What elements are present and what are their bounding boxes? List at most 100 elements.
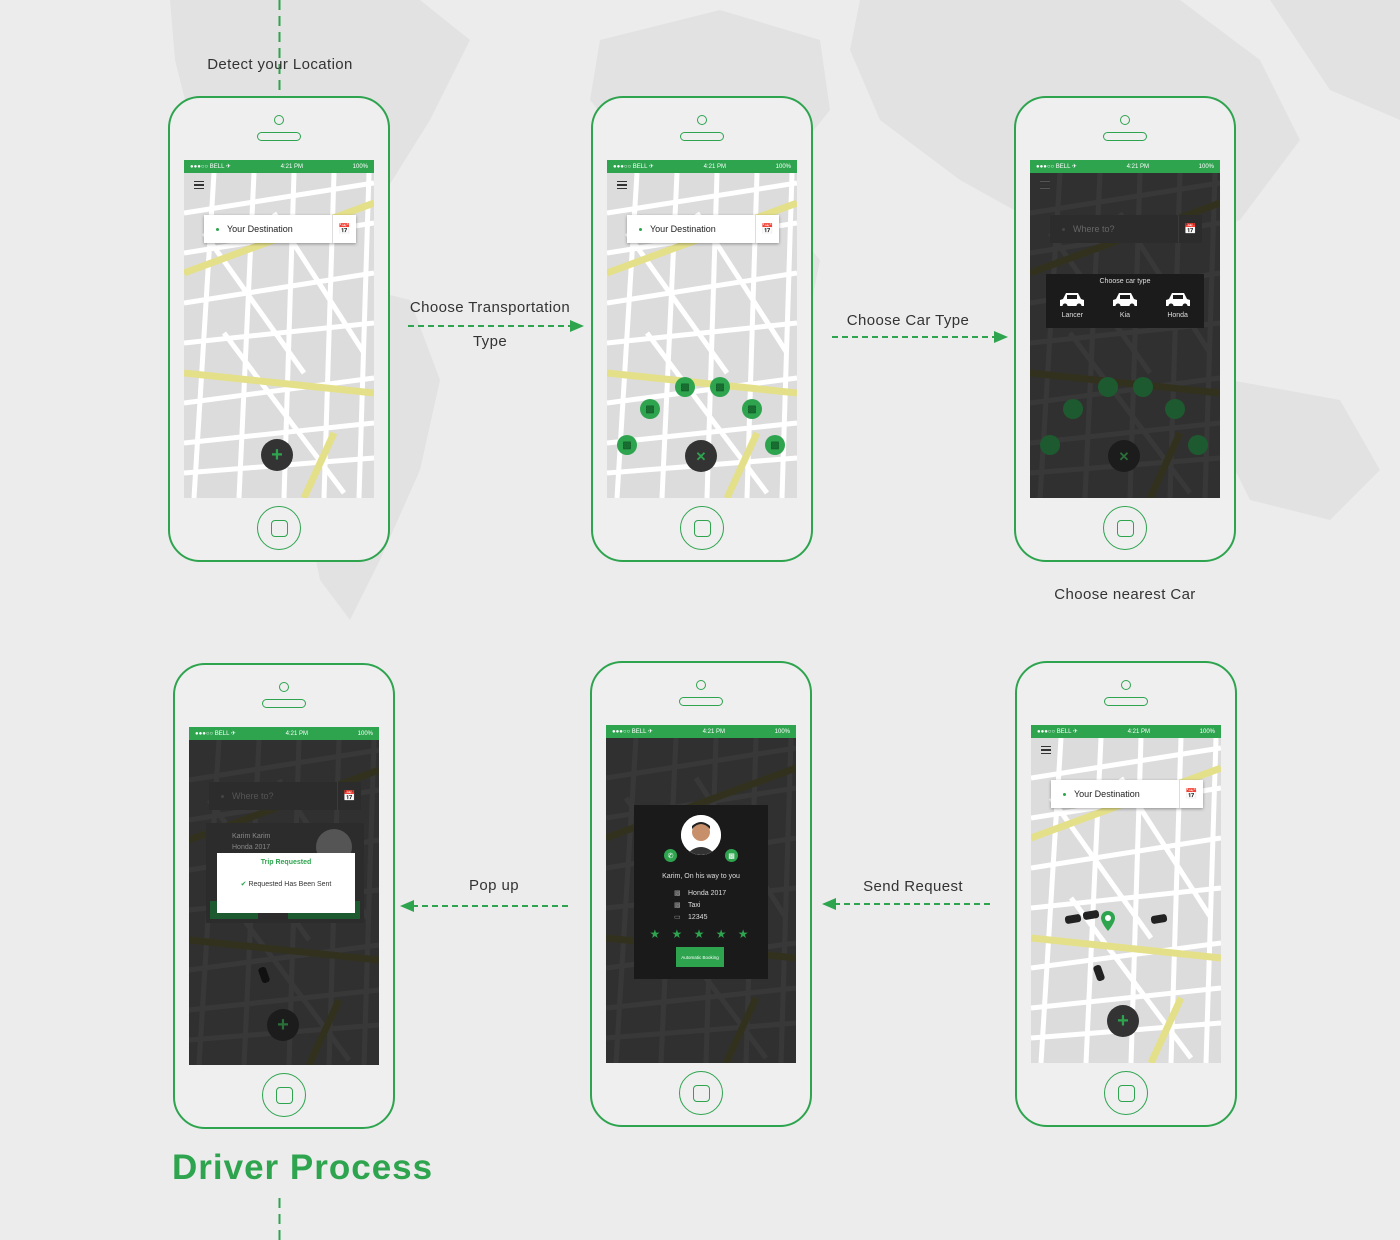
battery: 100% — [775, 163, 791, 170]
plate-icon: ▭ — [674, 914, 681, 921]
label-transport-line1: Choose Transportation — [409, 299, 571, 316]
car-type-heading: Choose car type — [1099, 278, 1151, 285]
label-car-type: Choose Car Type — [846, 312, 970, 329]
close-icon[interactable]: ✕ — [685, 440, 717, 472]
destination-search[interactable]: Your Destination 📅 — [627, 215, 779, 243]
driver-message: Karim, On his way to you — [662, 873, 740, 880]
where-to-search: Where to? 📅 — [1050, 215, 1202, 243]
calendar-icon[interactable]: 📅 — [755, 215, 779, 243]
battery: 100% — [357, 730, 373, 737]
automatic-booking-button[interactable]: Automatic Booking — [676, 947, 724, 967]
avatar — [681, 815, 721, 855]
home-button[interactable] — [262, 1073, 306, 1117]
car-option-label: Honda — [1167, 312, 1188, 319]
destination-text: Your Destination — [650, 224, 716, 234]
dot-icon — [216, 227, 219, 231]
time: 4:21 PM — [1126, 163, 1149, 170]
phone-nearest-car: ●●●○○ BELL ✈ 4:21 PM 100% Your Destinati… — [1015, 661, 1237, 1127]
hamburger-icon[interactable] — [194, 181, 204, 189]
driver-info-popup: ✆ ▩ Karim, On his way to you ▩Honda 2017… — [634, 805, 768, 979]
hamburger-icon[interactable] — [1041, 746, 1051, 754]
page-title: Driver Process — [172, 1148, 434, 1187]
plus-icon: + — [267, 1009, 299, 1041]
time: 4:21 PM — [703, 163, 726, 170]
phone-popup: ●●●○○ BELL ✈ 4:21 PM 100% Where to? 📅 Ka… — [173, 663, 395, 1129]
where-to-text: Where to? — [1073, 224, 1115, 234]
speaker — [679, 697, 723, 706]
screen: ●●●○○ BELL ✈ 4:21 PM 100% Your Destinati… — [184, 160, 374, 498]
bus-icon[interactable]: ▩ — [675, 377, 695, 397]
car-icon — [1165, 293, 1190, 309]
home-button[interactable] — [1104, 1071, 1148, 1115]
taxi-icon — [1165, 399, 1185, 419]
carrier: ●●●○○ BELL ✈ — [612, 729, 653, 735]
dot-icon — [221, 794, 224, 798]
car-option-honda[interactable]: Honda — [1165, 291, 1191, 319]
label-nearest-car: Choose nearest Car — [1054, 586, 1196, 603]
phone-icon[interactable]: ✆ — [664, 849, 677, 862]
trip-requested-title: Trip Requested — [260, 859, 312, 866]
truck-icon[interactable]: ▩ — [640, 399, 660, 419]
bike-icon[interactable]: ▩ — [617, 435, 637, 455]
home-button[interactable] — [680, 506, 724, 550]
driver-name: Karim Karim — [232, 833, 271, 840]
plus-icon[interactable]: + — [1107, 1005, 1139, 1037]
plus-icon[interactable]: + — [261, 439, 293, 471]
car-icon[interactable]: ▩ — [725, 849, 738, 862]
hamburger-icon[interactable] — [617, 181, 627, 189]
time: 4:21 PM — [280, 163, 303, 170]
destination-search[interactable]: Your Destination 📅 — [1051, 780, 1203, 808]
close-icon: ✕ — [1108, 440, 1140, 472]
screen: ●●●○○ BELL ✈ 4:21 PM 100% Where to? 📅 Ka… — [189, 727, 379, 1065]
status-bar: ●●●○○ BELL ✈ 4:21 PM 100% — [1030, 160, 1220, 173]
destination-text: Your Destination — [1074, 789, 1140, 799]
driver-photo — [681, 815, 721, 855]
battery: 100% — [774, 728, 790, 735]
taxi-icon[interactable]: ▩ — [742, 399, 762, 419]
time: 4:21 PM — [1127, 728, 1150, 735]
speaker — [257, 132, 301, 141]
carrier: ●●●○○ BELL ✈ — [1037, 729, 1078, 735]
car-icon[interactable]: ▩ — [710, 377, 730, 397]
driver-car-row: ▩Honda 2017 — [674, 889, 726, 898]
where-to-search: Where to? 📅 — [209, 782, 361, 810]
camera — [696, 680, 706, 690]
calendar-icon[interactable]: 📅 — [1179, 780, 1203, 808]
screen: ●●●○○ BELL ✈ 4:21 PM 100% Where to? 📅 Ch… — [1030, 160, 1220, 498]
dot-icon — [1063, 792, 1066, 796]
home-button[interactable] — [257, 506, 301, 550]
arrow-left-1 — [822, 898, 992, 910]
trip-message-text: Requested Has Been Sent — [248, 881, 332, 888]
car-option-kia[interactable]: Kia — [1112, 291, 1138, 319]
speaker — [1103, 132, 1147, 141]
car-icon — [1060, 293, 1085, 309]
van-icon — [1188, 435, 1208, 455]
home-button[interactable] — [1103, 506, 1147, 550]
destination-search[interactable]: Your Destination 📅 — [204, 215, 356, 243]
car-type-popup: Choose car type Lancer Kia Honda — [1046, 274, 1204, 328]
camera — [697, 115, 707, 125]
label-transport-line2: Type — [472, 333, 508, 350]
battery: 100% — [1198, 163, 1214, 170]
home-button[interactable] — [679, 1071, 723, 1115]
calendar-icon[interactable]: 📅 — [332, 215, 356, 243]
status-bar: ●●●○○ BELL ✈ 4:21 PM 100% — [189, 727, 379, 740]
arrow-right-1 — [408, 320, 584, 332]
van-icon[interactable]: ▩ — [765, 435, 785, 455]
driver-type-row: ▩Taxi — [674, 901, 700, 910]
location-pin-icon[interactable] — [1101, 911, 1115, 931]
calendar-icon: 📅 — [1178, 215, 1202, 243]
carrier: ●●●○○ BELL ✈ — [1036, 164, 1077, 170]
rating-stars: ★ ★ ★ ★ ★ — [649, 927, 753, 941]
car-option-lancer[interactable]: Lancer — [1059, 291, 1085, 319]
where-to-text: Where to? — [232, 791, 274, 801]
label-send-request: Send Request — [863, 878, 963, 895]
taxi-icon: ▩ — [674, 902, 681, 909]
driver-car: Honda 2017 — [232, 844, 271, 851]
phone-choose-car-type: ●●●○○ BELL ✈ 4:21 PM 100% Where to? 📅 Ch… — [1014, 96, 1236, 562]
car-option-label: Kia — [1119, 312, 1131, 319]
label-popup: Pop up — [469, 877, 519, 894]
car-option-label: Lancer — [1061, 312, 1084, 319]
speaker — [1104, 697, 1148, 706]
bike-icon — [1040, 435, 1060, 455]
